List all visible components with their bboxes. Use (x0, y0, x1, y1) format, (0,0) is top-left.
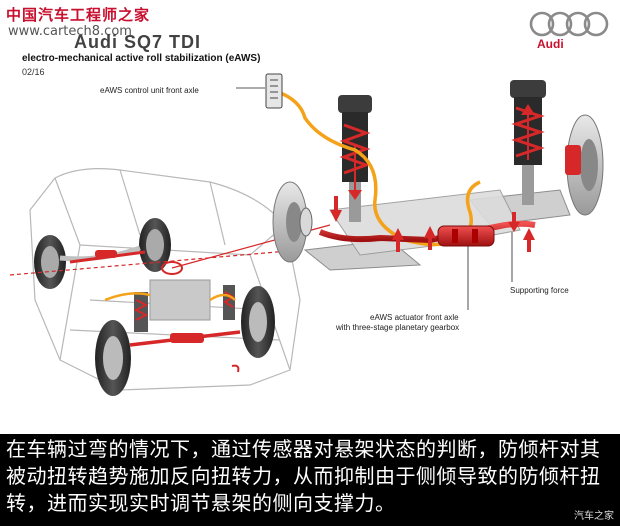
label-actuator-line1: eAWS actuator front axle (370, 313, 459, 322)
caption-text: 在车辆过弯的情况下，通过传感器对悬架状态的判断，防倾杆对其被动扭转趋势施加反向扭… (6, 437, 601, 515)
eaws-diagram (9, 73, 604, 396)
caption-watermark: 汽车之家 (574, 511, 614, 522)
eaws-control-unit (265, 73, 283, 109)
slide-subtitle: electro-mechanical active roll stabiliza… (22, 53, 261, 64)
page-number: 02/16 (22, 67, 45, 77)
audi-rings-logo (529, 11, 609, 37)
large-left-brake-disc (272, 181, 313, 263)
turn-indicator-rear (161, 261, 183, 275)
large-right-strut (510, 80, 546, 205)
turn-arrow-small (231, 364, 240, 373)
rear-left-wheel (34, 235, 66, 289)
large-right-brake-disc (565, 114, 604, 216)
front-left-wheel (95, 320, 131, 396)
eaws-actuator (437, 225, 495, 247)
rear-actuator (95, 250, 117, 258)
audi-brand-text: Audi (537, 37, 564, 51)
engine-block (149, 279, 211, 321)
control-unit-cable (277, 90, 481, 247)
caption-box: 在车辆过弯的情况下，通过传感器对悬架状态的判断，防倾杆对其被动扭转趋势施加反向扭… (0, 434, 620, 526)
slide-title: Audi SQ7 TDI (74, 32, 202, 52)
watermark-cn: 中国汽车工程师之家 (6, 6, 151, 24)
front-right-wheel (241, 286, 275, 358)
force-arrows (330, 196, 535, 252)
rear-right-wheel (139, 218, 171, 272)
small-front-struts (133, 285, 235, 332)
label-actuator-line2: with three-stage planetary gearbox (336, 323, 460, 332)
watermark-url: www.cartech8.com (8, 24, 132, 39)
small-front-actuator (170, 333, 204, 343)
small-orange-cable (104, 292, 236, 302)
label-control-unit: eAWS control unit front axle (100, 86, 199, 95)
label-supporting-force: Supporting force (510, 286, 569, 295)
label-actuator: eAWS actuator front axle with three-stag… (312, 313, 512, 333)
